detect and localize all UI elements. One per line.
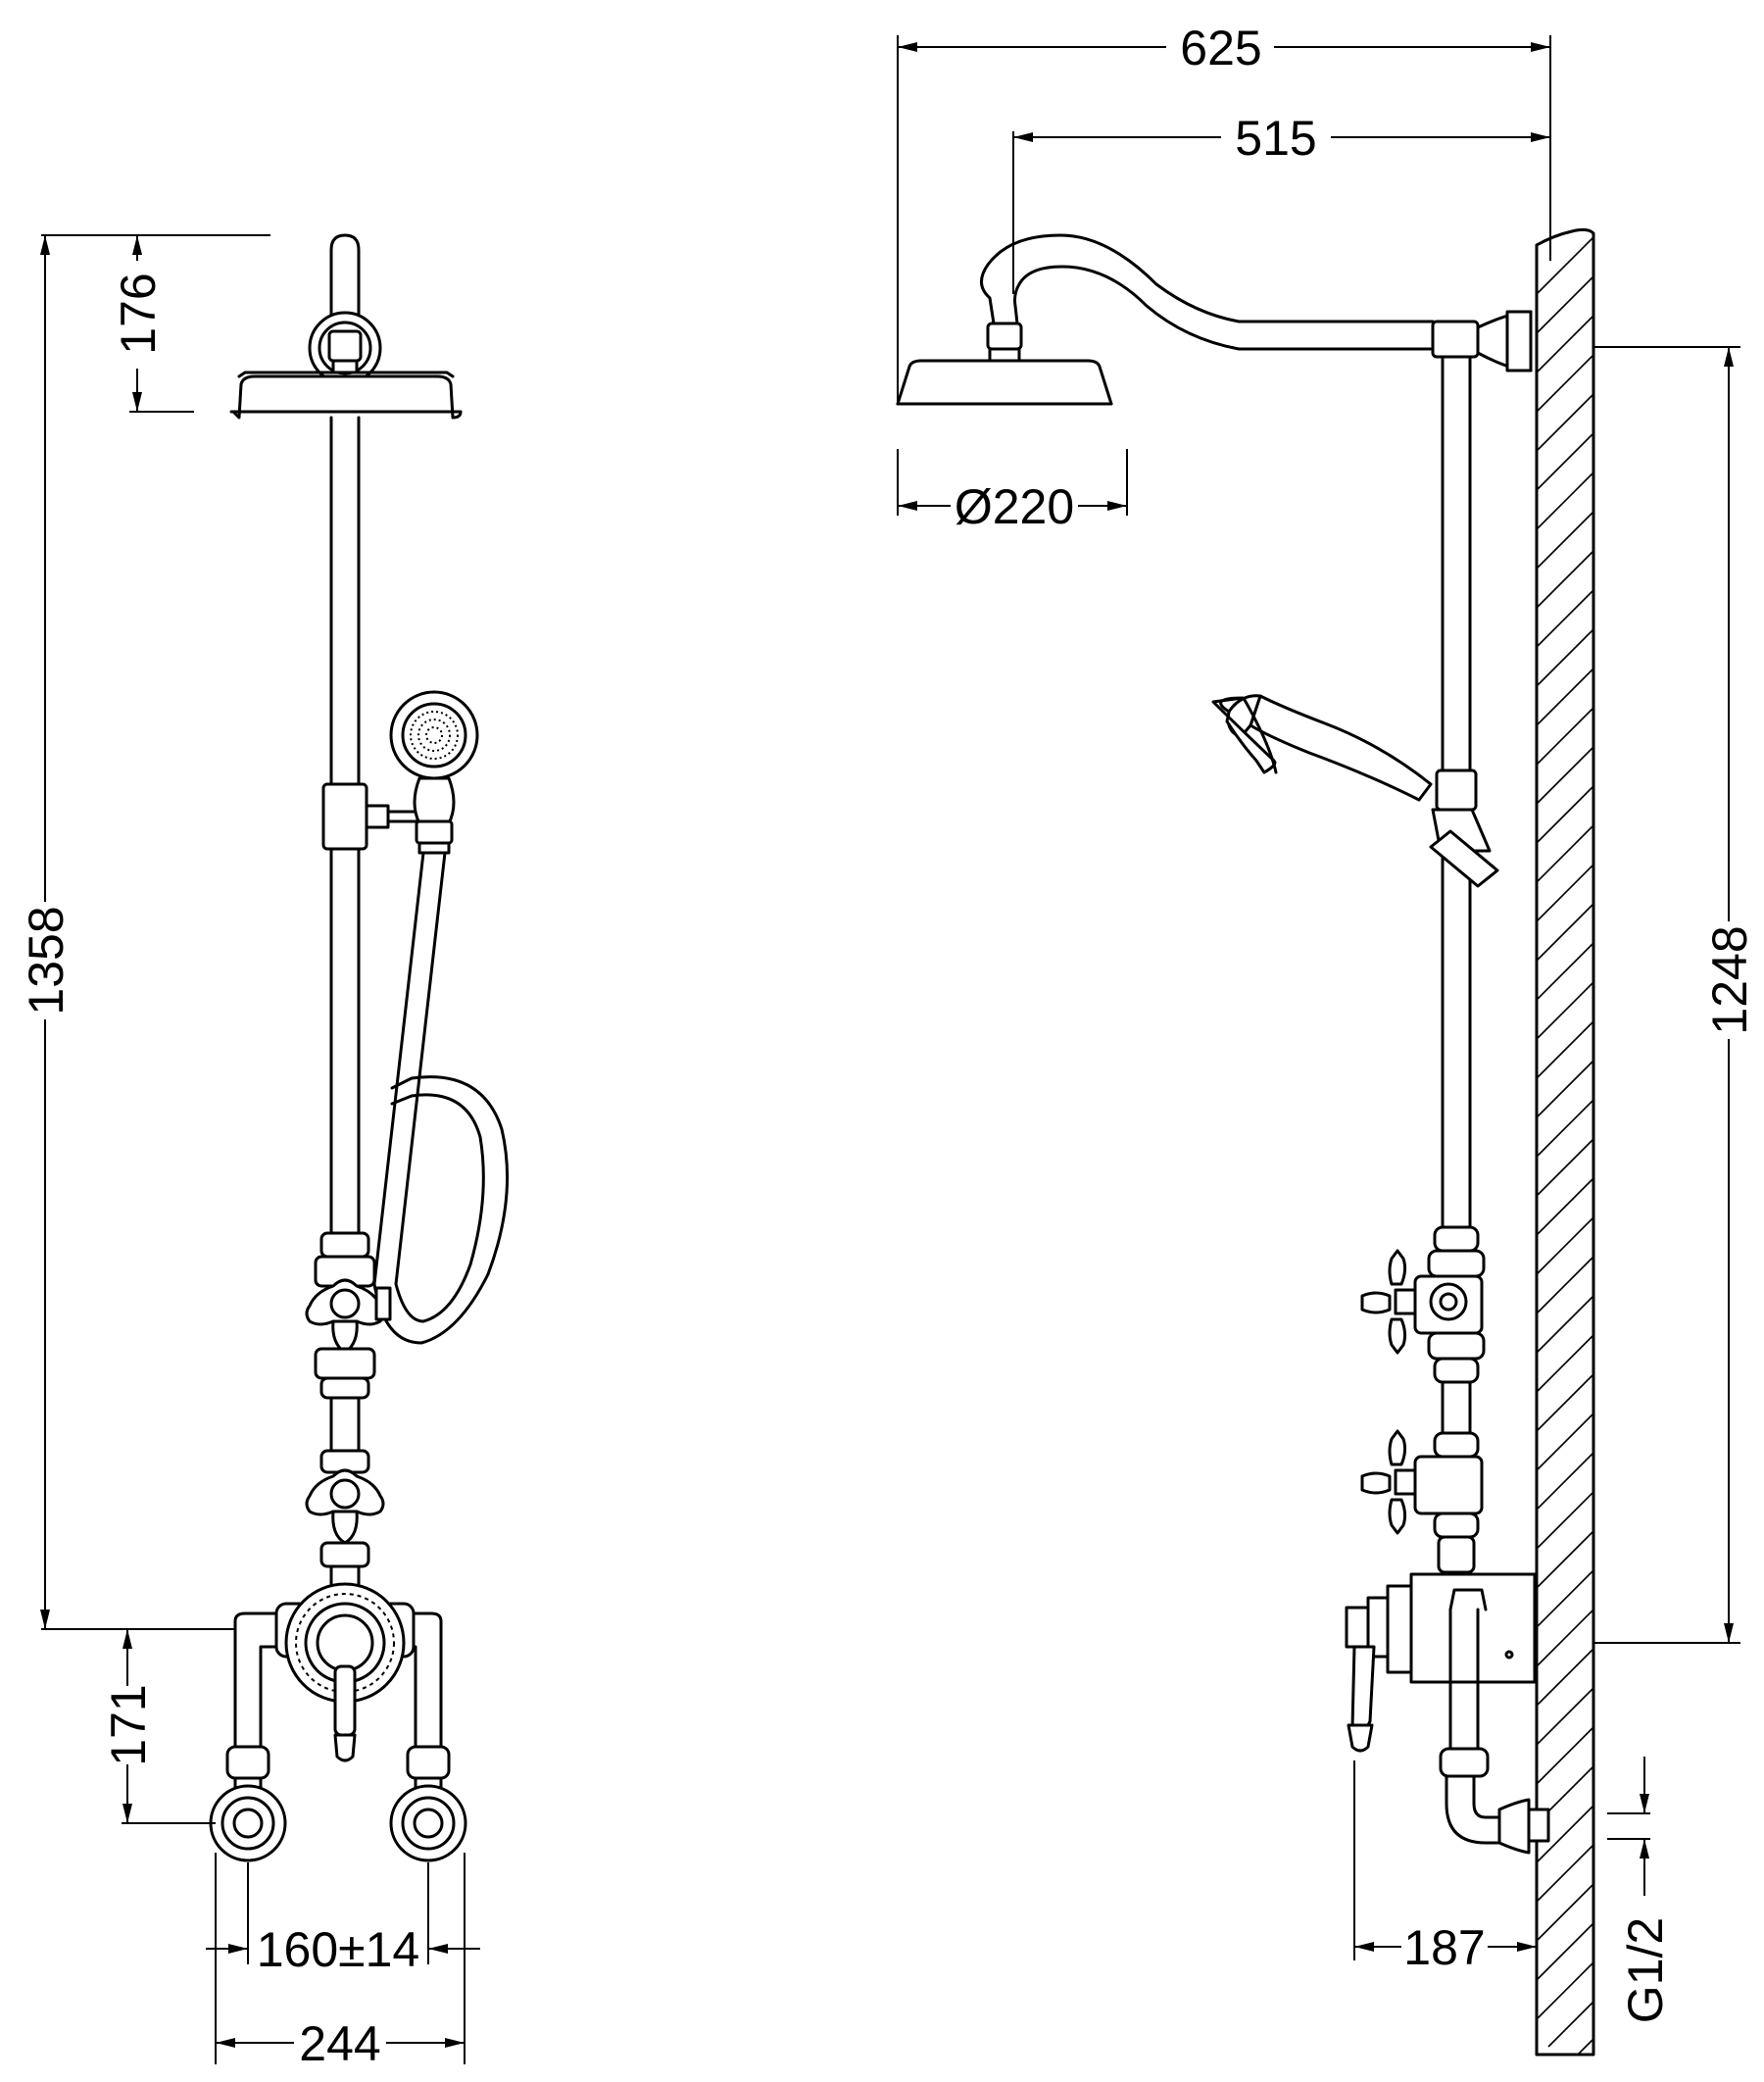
front-hose	[372, 851, 510, 1345]
dim-515: 515	[1012, 111, 1550, 294]
front-shower-head	[231, 374, 463, 420]
label-171: 171	[101, 1684, 156, 1765]
front-slider	[321, 782, 419, 851]
front-upper-valve	[305, 1231, 392, 1453]
dim-1248: 1248	[1593, 346, 1757, 1644]
dim-244: 244	[215, 1853, 466, 2071]
side-lower-valve	[1360, 1429, 1484, 1574]
dim-171: 171	[101, 1629, 216, 1824]
side-hand-shower	[1211, 694, 1499, 888]
front-view: 1358 176 171 160±14 244	[19, 233, 510, 2071]
dim-176: 176	[111, 235, 194, 413]
dim-1358: 1358	[19, 234, 270, 1630]
front-wall-flanges	[209, 1784, 467, 1862]
front-hand-shower	[389, 690, 479, 855]
label-187: 187	[1403, 1920, 1485, 1975]
label-244: 244	[299, 2016, 380, 2071]
label-176: 176	[111, 273, 166, 354]
side-view: 625 515 Ø220 1248 187	[896, 21, 1757, 2057]
label-g12: G1/2	[1618, 1917, 1673, 2023]
side-mixer-body	[1345, 1572, 1550, 1855]
dim-187: 187	[1353, 1760, 1537, 1975]
front-arm-stub	[329, 233, 361, 350]
side-shower-head	[896, 322, 1113, 406]
dim-625: 625	[897, 21, 1551, 404]
front-mixer-body	[225, 1582, 451, 1796]
dim-160: 160±14	[206, 1862, 480, 1977]
wall	[1535, 227, 1595, 2057]
dim-g12: G1/2	[1607, 1757, 1673, 2023]
label-1358: 1358	[19, 906, 74, 1015]
side-upper-valve	[1360, 1225, 1486, 1435]
side-arm-bracket	[1431, 310, 1533, 372]
dim-220: Ø220	[897, 449, 1128, 534]
label-1248: 1248	[1702, 925, 1757, 1034]
side-shower-arm	[980, 233, 1435, 351]
label-160: 160±14	[257, 1922, 419, 1977]
label-515: 515	[1235, 111, 1316, 166]
label-220: Ø220	[955, 479, 1074, 534]
front-lower-valve	[305, 1449, 385, 1588]
label-625: 625	[1180, 21, 1261, 75]
